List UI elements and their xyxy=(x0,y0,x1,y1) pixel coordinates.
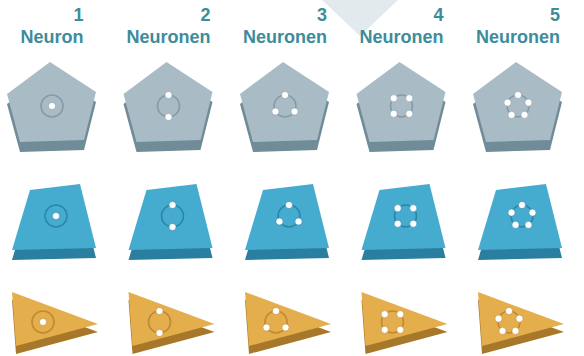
layer-face xyxy=(362,292,448,346)
neuron-dot xyxy=(516,315,523,322)
neuron-dot xyxy=(272,108,279,115)
neuron-dot xyxy=(518,201,525,208)
neuron-dot xyxy=(397,311,404,318)
column-heading: 1Neuron xyxy=(21,4,84,48)
quad-layer xyxy=(12,184,96,260)
neuron-dot xyxy=(169,201,176,208)
column-heading: 3Neuronen xyxy=(243,4,327,48)
triangle-layer xyxy=(362,292,448,354)
column-heading: 2Neuronen xyxy=(126,4,210,48)
layer-face xyxy=(7,62,96,142)
neuron-dot xyxy=(394,205,401,212)
layer-face xyxy=(245,292,331,346)
quad-layer xyxy=(478,184,562,260)
pentagon-layer xyxy=(357,62,446,152)
neuron-dot xyxy=(406,110,413,117)
neuron-word: Neuronen xyxy=(126,26,210,48)
neuron-word: Neuronen xyxy=(243,26,327,48)
neuron-ring xyxy=(391,95,413,117)
layer-face xyxy=(129,292,215,346)
neuron-ring xyxy=(41,95,63,117)
column-heading: 4Neuronen xyxy=(359,4,443,48)
neuron-dot xyxy=(495,315,502,322)
triangle-layer xyxy=(129,292,215,354)
neuron-dot xyxy=(505,307,512,314)
neuron-dot xyxy=(39,318,46,325)
triangle-layer xyxy=(245,292,331,354)
column-headings: 1Neuron2Neuronen3Neuronen4Neuronen5Neuro… xyxy=(0,0,584,60)
layer-face xyxy=(12,184,96,250)
neuron-dot xyxy=(263,324,270,331)
neuron-dot xyxy=(499,327,506,334)
neuron-dot xyxy=(381,326,388,333)
neuron-dot xyxy=(285,201,292,208)
neuron-dot xyxy=(512,327,519,334)
neuron-dot xyxy=(410,220,417,227)
pentagon-layer xyxy=(124,62,213,152)
triangle-layer xyxy=(12,292,98,354)
neuron-dot xyxy=(291,108,298,115)
neuron-dot xyxy=(390,110,397,117)
layer-face xyxy=(245,184,329,250)
neuron-ring xyxy=(382,311,404,333)
column-heading: 5Neuronen xyxy=(476,4,560,48)
neuron-count: 5 xyxy=(550,4,560,26)
neuron-count: 4 xyxy=(433,4,443,26)
neuron-dot xyxy=(52,212,59,219)
neuron-ring xyxy=(395,205,417,227)
neuron-count: 1 xyxy=(73,4,83,26)
layer-face xyxy=(478,184,562,250)
pentagon-layer xyxy=(240,62,329,152)
layer-face xyxy=(478,292,564,346)
neuron-dot xyxy=(514,91,521,98)
neuron-ring xyxy=(45,205,67,227)
neuron-dot xyxy=(272,307,279,314)
quad-layer xyxy=(362,184,446,260)
layer-face xyxy=(473,62,562,142)
neuron-dot xyxy=(169,223,176,230)
layer-face xyxy=(357,62,446,142)
layer-face xyxy=(124,62,213,142)
neuron-word: Neuronen xyxy=(476,26,560,48)
layer-face xyxy=(12,292,98,346)
layer-face xyxy=(129,184,213,250)
neuron-dot xyxy=(504,99,511,106)
neuron-word: Neuron xyxy=(21,26,84,48)
neuron-word: Neuronen xyxy=(359,26,443,48)
neuron-count: 3 xyxy=(317,4,327,26)
neuron-dot xyxy=(512,221,519,228)
neuron-dot xyxy=(521,111,528,118)
neuron-dot xyxy=(525,221,532,228)
neuron-dot xyxy=(165,113,172,120)
neuron-dot xyxy=(508,111,515,118)
pentagon-layer xyxy=(473,62,562,152)
pentagon-layer xyxy=(7,62,96,152)
triangle-layer xyxy=(478,292,564,354)
neuron-dot xyxy=(276,218,283,225)
layer-face xyxy=(240,62,329,142)
neuron-dot xyxy=(508,209,515,216)
neuron-dot xyxy=(406,95,413,102)
quad-layer xyxy=(129,184,213,260)
neuron-dot xyxy=(390,95,397,102)
neuron-dot xyxy=(381,311,388,318)
neuron-dot xyxy=(281,91,288,98)
neuron-dot xyxy=(394,220,401,227)
neuron-dot xyxy=(529,209,536,216)
quad-layer xyxy=(245,184,329,260)
neuron-dot xyxy=(525,99,532,106)
neuron-dot xyxy=(48,102,55,109)
neuron-dot xyxy=(397,326,404,333)
neuron-dot xyxy=(295,218,302,225)
neuron-ring xyxy=(32,311,54,333)
neuron-dot xyxy=(282,324,289,331)
neuron-dot xyxy=(410,205,417,212)
neuron-dot xyxy=(156,307,163,314)
neuron-dot xyxy=(156,329,163,336)
layer-face xyxy=(362,184,446,250)
neuron-count: 2 xyxy=(200,4,210,26)
neuron-dot xyxy=(165,91,172,98)
